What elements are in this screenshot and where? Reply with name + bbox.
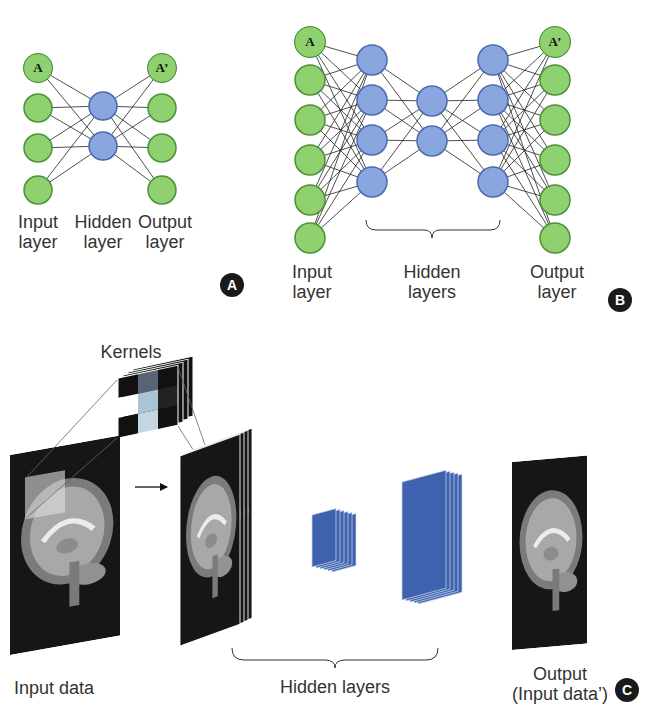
panel-letter-text: A: [227, 277, 237, 293]
io-neuron: [148, 94, 176, 122]
io-neuron: [295, 27, 325, 57]
arrow: [135, 486, 167, 487]
kernel-leader-lines: [26, 367, 206, 518]
io-neuron: [295, 185, 325, 215]
network-graph: [24, 27, 570, 253]
layer-label: Output layer: [138, 212, 192, 252]
neuron-label: A: [305, 34, 314, 50]
io-neuron: [295, 65, 325, 95]
io-neuron: [295, 145, 325, 175]
neuron-label: A’: [156, 60, 169, 76]
panel-letter: A: [220, 273, 244, 297]
layer-label: Output (Input data’): [510, 664, 610, 704]
io-neuron: [540, 223, 570, 253]
layer-label: Input data: [14, 678, 94, 698]
io-neuron: [24, 54, 52, 82]
neuron-label: A: [33, 60, 42, 76]
hidden-neuron: [357, 45, 387, 75]
io-neuron: [24, 94, 52, 122]
input-neuron: A: [294, 26, 326, 58]
io-neuron: [540, 65, 570, 95]
hidden-neuron: [417, 86, 447, 116]
panel-letter: C: [615, 678, 639, 702]
io-neuron: [148, 134, 176, 162]
hidden-neuron: [478, 125, 508, 155]
hidden-neuron: [89, 92, 117, 120]
io-neuron: [148, 176, 176, 204]
panel-letter: B: [608, 288, 632, 312]
input-image: [10, 436, 120, 655]
io-neuron: [295, 105, 325, 135]
output-image: [512, 455, 587, 650]
input-neuron: A: [23, 53, 53, 83]
output-neuron: A’: [539, 26, 571, 58]
layer-label: Kernels: [100, 342, 161, 362]
io-neuron: [24, 176, 52, 204]
layer-label: Output layer: [530, 262, 584, 302]
kernel-stack: [118, 356, 193, 438]
io-neuron: [540, 27, 570, 57]
io-neuron: [540, 185, 570, 215]
feature-map-stack: [180, 428, 252, 646]
io-neuron: [148, 54, 176, 82]
output-neuron: A’: [147, 53, 177, 83]
bracket: [232, 648, 438, 668]
hidden-neuron: [89, 132, 117, 160]
hidden-neuron: [478, 45, 508, 75]
layer-label: Hidden layer: [74, 212, 131, 252]
io-neuron: [295, 223, 325, 253]
panel-letter-text: C: [622, 682, 632, 698]
layer-label: Input layer: [18, 212, 58, 252]
io-neuron: [24, 134, 52, 162]
hidden-neuron: [478, 167, 508, 197]
layer-label: Hidden layers: [403, 262, 460, 302]
hidden-layer-stack: [312, 509, 356, 572]
hidden-neuron: [478, 85, 508, 115]
neuron-label: A’: [549, 34, 562, 50]
hidden-neuron: [357, 125, 387, 155]
layer-label: Hidden layers: [280, 677, 390, 697]
io-neuron: [540, 145, 570, 175]
hidden-layer-stack: [402, 470, 462, 604]
layer-label: Input layer: [292, 262, 332, 302]
hidden-neuron: [357, 85, 387, 115]
bracket: [366, 220, 500, 238]
hidden-neuron: [357, 167, 387, 197]
panel-letter-text: B: [615, 292, 625, 308]
hidden-neuron: [417, 126, 447, 156]
io-neuron: [540, 105, 570, 135]
